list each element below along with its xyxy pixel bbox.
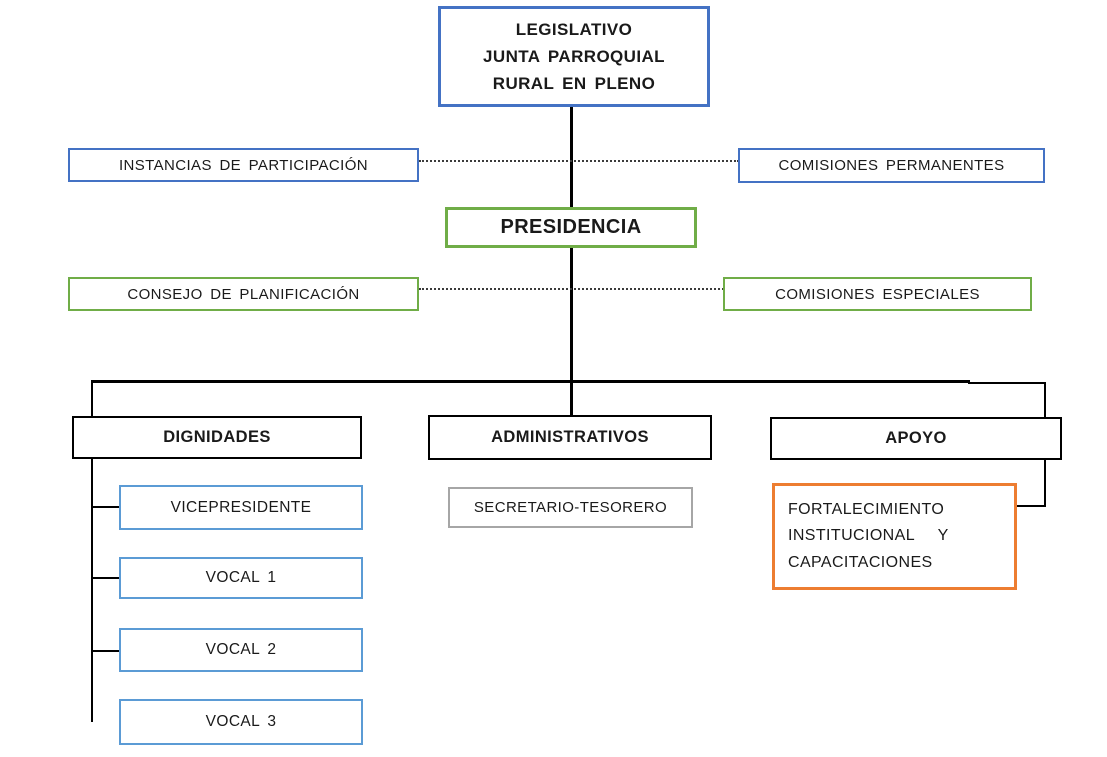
node-label: SECRETARIO-TESORERO [473,499,668,516]
node-instancias-de-participacion: INSTANCIAS DE PARTICIPACIÓN [68,148,419,182]
node-vocal-1: VOCAL 1 [119,557,363,599]
connector-legislativo-presidencia [570,107,573,208]
node-comisiones-permanentes: COMISIONES PERMANENTES [738,148,1045,183]
connector-dotted-instancias-comisiones-permanentes [419,160,739,162]
node-presidencia: PRESIDENCIA [445,207,697,248]
node-label: CONSEJO DE PLANIFICACIÓN [127,285,360,303]
connector-stub-vocal1 [91,577,119,579]
node-apoyo: APOYO [770,417,1062,460]
node-label-line: JUNTA PARROQUIAL [483,46,665,66]
node-fortalecimiento-institucional: FORTALECIMIENTO INSTITUCIONAL Y CAPACITA… [772,483,1017,590]
node-label: VICEPRESIDENTE [170,498,312,516]
node-label: INSTANCIAS DE PARTICIPACIÓN [118,156,369,174]
node-label: APOYO [885,429,947,447]
node-label: VOCAL 1 [205,569,277,586]
connector-apoyo-drop [1044,382,1046,417]
node-label-line: LEGISLATIVO [515,19,633,39]
node-consejo-de-planificacion: CONSEJO DE PLANIFICACIÓN [68,277,419,311]
node-administrativos: ADMINISTRATIVOS [428,415,712,460]
node-secretario-tesorero: SECRETARIO-TESORERO [448,487,693,528]
node-label: PRESIDENCIA [500,216,642,238]
connector-dignidades-branch [91,380,93,722]
node-label: VOCAL 2 [205,641,277,658]
node-label-line: RURAL EN PLENO [492,74,656,94]
node-label: COMISIONES PERMANENTES [778,157,1005,174]
connector-dotted-consejo-comisiones-especiales [419,288,724,290]
node-label-line: INSTITUCIONAL Y [788,527,949,545]
node-label-line: CAPACITACIONES [788,553,933,571]
node-label: VOCAL 3 [205,713,277,730]
node-label-line: FORTALECIMIENTO [788,500,945,518]
connector-stub-vocal2 [91,650,119,652]
connector-main-horizontal-right [968,382,1046,384]
node-label: ADMINISTRATIVOS [491,428,649,446]
node-label: DIGNIDADES [163,428,271,446]
node-vicepresidente: VICEPRESIDENTE [119,485,363,530]
connector-presidencia-administrativos [570,248,573,416]
node-legislativo-junta-parroquial: LEGISLATIVO JUNTA PARROQUIAL RURAL EN PL… [438,6,710,107]
node-vocal-3: VOCAL 3 [119,699,363,745]
node-dignidades: DIGNIDADES [72,416,362,459]
connector-apoyo-fortalecimiento-horizontal [1016,505,1046,507]
connector-apoyo-fortalecimiento-vertical [1044,460,1046,507]
connector-stub-vicepresidente [91,506,119,508]
node-comisiones-especiales: COMISIONES ESPECIALES [723,277,1032,311]
node-label: COMISIONES ESPECIALES [775,285,980,303]
node-vocal-2: VOCAL 2 [119,628,363,672]
connector-main-horizontal [91,380,970,383]
